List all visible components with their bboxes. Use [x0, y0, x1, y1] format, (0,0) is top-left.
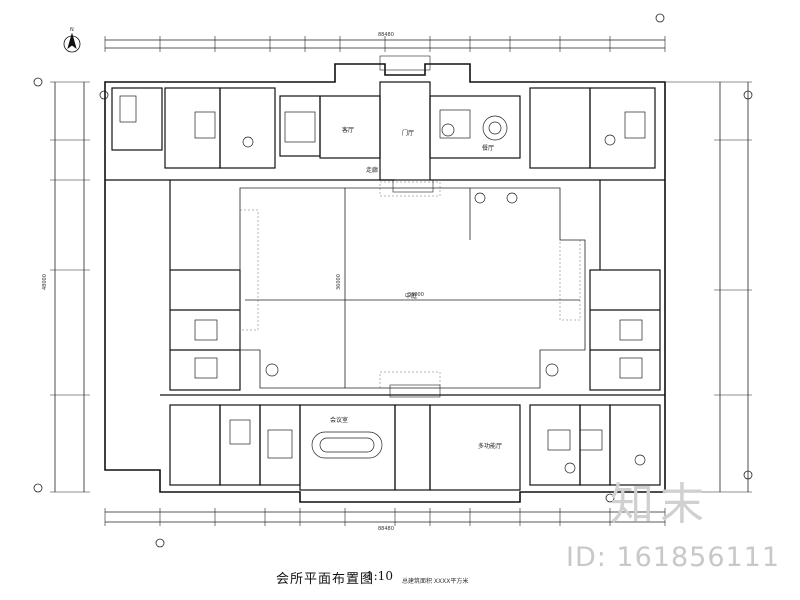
- drawing-scale: 1:10: [366, 569, 393, 583]
- label-lobby: 门厅: [402, 129, 414, 137]
- label-dining: 餐厅: [482, 144, 494, 152]
- drawing-title: 会所平面布置图: [276, 572, 375, 587]
- dim-top-overall: 88480: [378, 32, 394, 38]
- north-label: N: [70, 27, 74, 33]
- watermark-id: ID: 161856111: [566, 542, 781, 573]
- dim-courtyard-height: 36000: [336, 274, 342, 290]
- label-living-room: 客厅: [342, 126, 354, 134]
- dim-bottom-overall: 88480: [378, 526, 394, 532]
- label-corridor: 走廊: [366, 166, 378, 174]
- watermark-logo: 知末: [610, 479, 710, 530]
- label-conference: 会议室: [330, 416, 348, 424]
- dim-left-overall: 48000: [42, 274, 48, 290]
- drawing-note: 总建筑面积 XXXX平方米: [402, 578, 469, 585]
- dim-courtyard-width: 36000: [408, 292, 424, 298]
- label-courtyard: 中庭: [405, 292, 417, 300]
- label-multi-hall: 多功能厅: [478, 442, 502, 450]
